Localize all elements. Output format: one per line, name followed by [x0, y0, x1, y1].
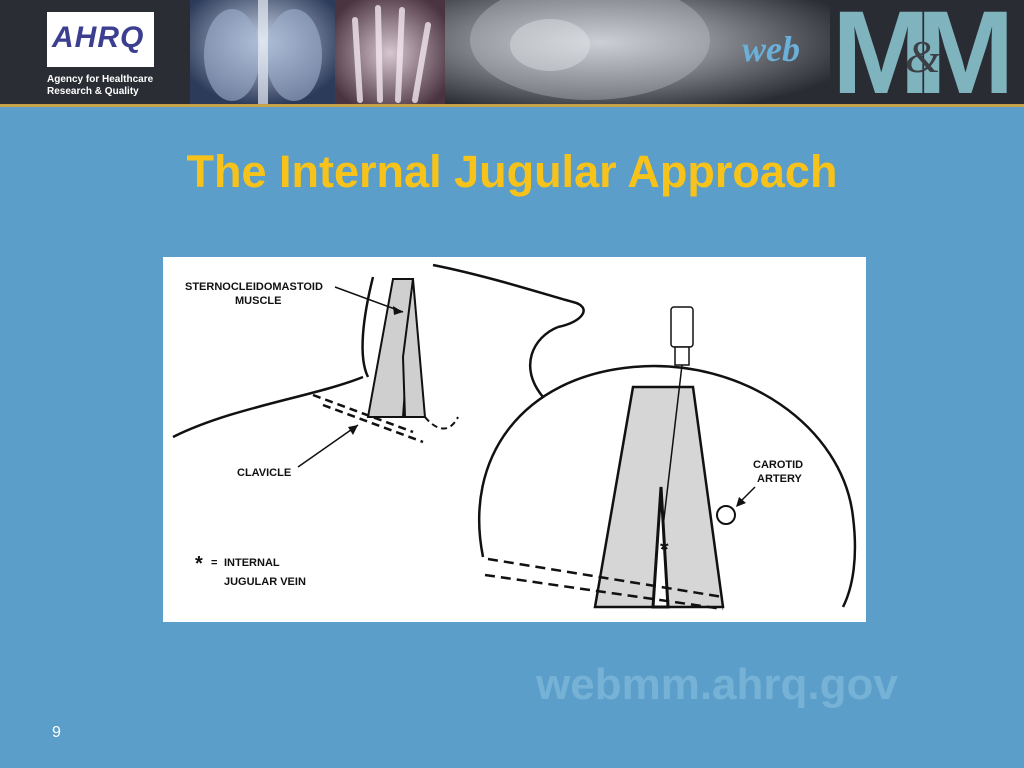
label-carotid-line1: CAROTID: [753, 459, 803, 471]
label-muscle-line2: MUSCLE: [235, 295, 281, 307]
muscle-left: [366, 278, 415, 418]
neck-outline: [172, 375, 364, 439]
xray-images: [190, 0, 830, 106]
skull-xray-shape: [510, 19, 590, 71]
label-clavicle: CLAVICLE: [237, 467, 291, 479]
web-wordmark: web: [742, 29, 800, 69]
ahrq-logo: [47, 12, 154, 67]
agency-line-2: Research & Quality: [47, 86, 139, 97]
hand-xray-fingers: [352, 5, 431, 103]
clavicle-line: [322, 403, 424, 444]
muscle-tail: [424, 416, 459, 430]
clavicle-pointer: [297, 424, 359, 468]
skull-xray-shape: [470, 0, 710, 100]
agency-name: Agency for Healthcare Research & Quality: [47, 74, 153, 98]
carotid-arrowhead: [736, 497, 746, 507]
ahrq-logo-area: AHRQ Agency for Healthcare Research & Qu…: [0, 0, 190, 106]
label-muscle-line1: STERNOCLEIDOMASTOID: [185, 281, 323, 293]
needle: [670, 306, 694, 366]
jugular-diagram-drawing: STERNOCLEIDOMASTOID MUSCLE CLAVICLE CARO…: [172, 263, 857, 611]
chest-xray-lung: [204, 9, 260, 101]
ahrq-logo-text: AHRQ: [52, 21, 145, 54]
legend-equals: =: [211, 557, 217, 569]
clavicle-arrowhead: [348, 425, 358, 435]
jugular-diagram: STERNOCLEIDOMASTOID MUSCLE CLAVICLE CARO…: [163, 257, 866, 622]
head-outline: [432, 263, 585, 329]
muscle-arrowhead: [393, 306, 403, 315]
agency-line-1: Agency for Healthcare: [47, 74, 154, 85]
hand-xray: [335, 0, 445, 106]
clavicle-line: [312, 393, 414, 434]
vein-gap: [651, 486, 670, 609]
chest-xray-lung: [266, 9, 322, 101]
skull-xray: [445, 0, 830, 106]
ampersand: &: [905, 31, 941, 82]
chest-xray-spine: [258, 0, 268, 106]
mm-wordmark: MM: [832, 0, 1015, 107]
shoulder-curve: [361, 276, 375, 378]
label-carotid-line2: ARTERY: [757, 473, 802, 485]
label-vein-line2: JUGULAR VEIN: [224, 576, 306, 588]
website-watermark: webmm.ahrq.gov: [536, 660, 898, 709]
muscle-right: [401, 278, 427, 418]
magnified-circle: [478, 364, 857, 608]
legend-star: *: [195, 553, 203, 575]
slide-title: The Internal Jugular Approach: [186, 146, 838, 197]
header-banner: AHRQ Agency for Healthcare Research & Qu…: [0, 0, 1024, 107]
magnified-clavicle: [487, 557, 724, 599]
vein-star: *: [660, 537, 669, 562]
jaw-curve: [529, 325, 559, 398]
label-vein-line1: INTERNAL: [224, 557, 280, 569]
muscle-pointer: [334, 286, 404, 313]
carotid-artery: [716, 505, 736, 525]
page-number: 9: [52, 724, 61, 741]
needle-shaft: [662, 364, 683, 528]
header-stripe: [0, 104, 1024, 107]
magnified-clavicle: [484, 573, 724, 611]
